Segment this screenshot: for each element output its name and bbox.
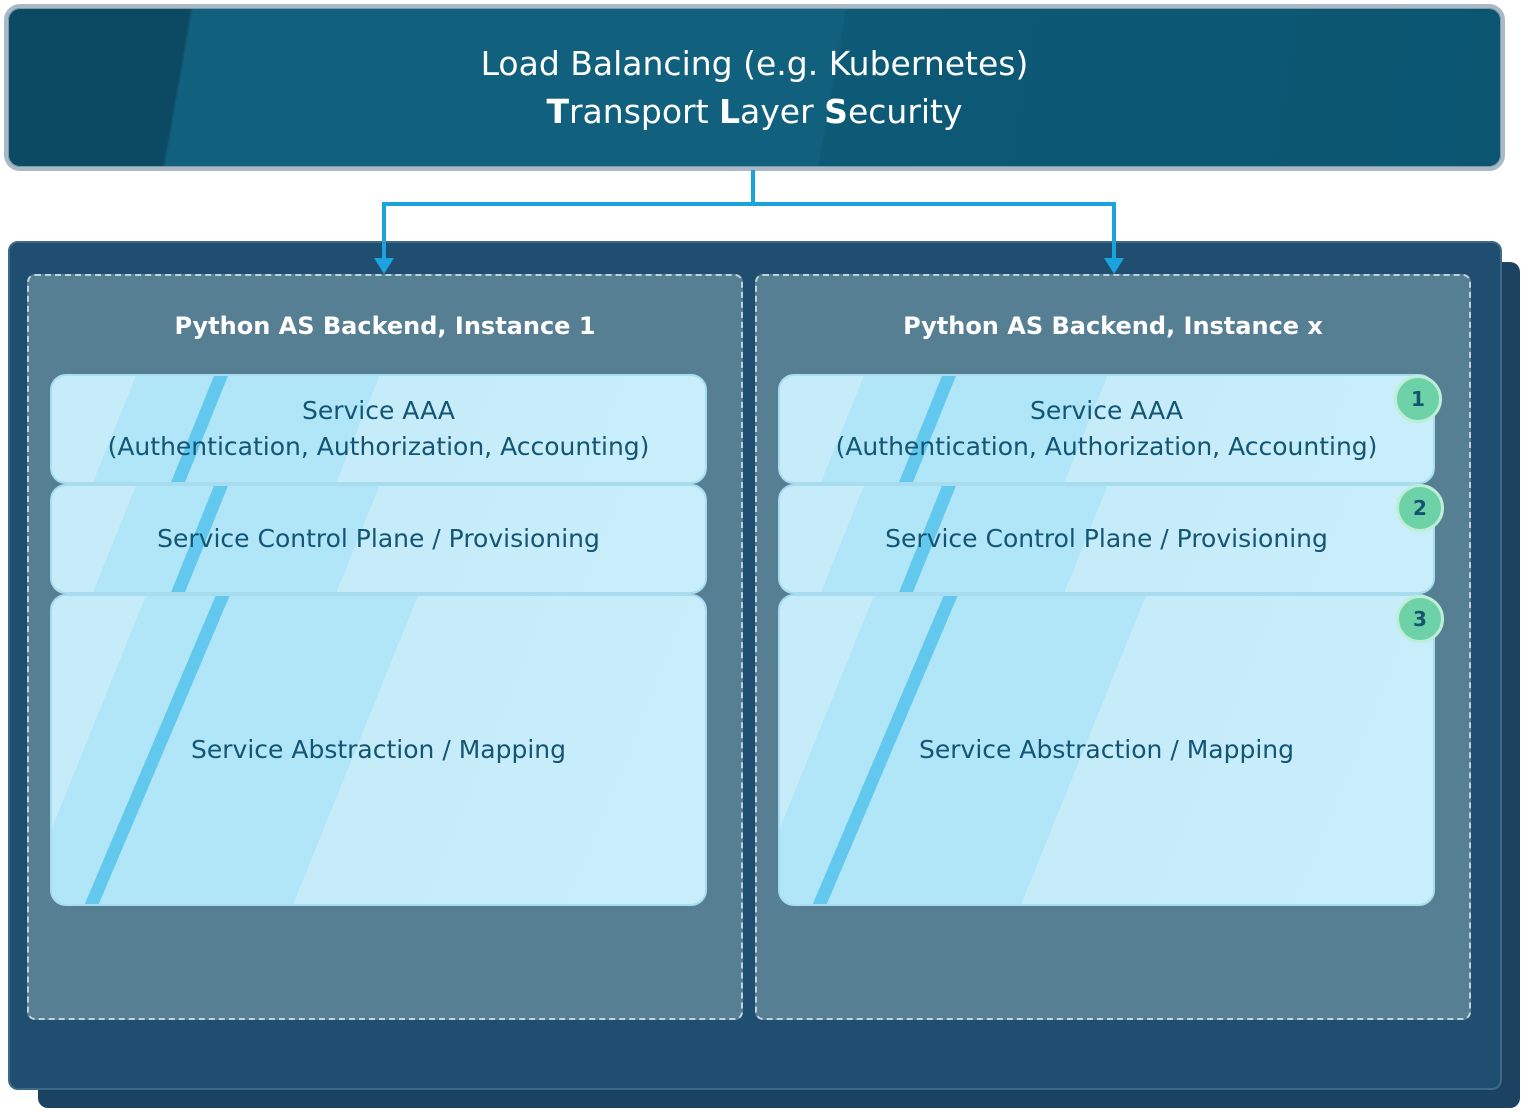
connector-trunk <box>751 170 755 206</box>
connector-bus <box>382 202 1116 206</box>
arrow-down-icon <box>374 258 394 274</box>
connector-left <box>382 202 386 260</box>
connector-right <box>1112 202 1116 260</box>
service-aaa-x: Service AAA (Authentication, Authorizati… <box>778 374 1435 484</box>
instance-title-x: Python AS Backend, Instance x <box>903 312 1323 340</box>
tls-title: Transport Layer Security <box>546 88 962 136</box>
service-aaa-1: Service AAA (Authentication, Authorizati… <box>50 374 707 484</box>
service-aaa-subtitle: (Authentication, Authorization, Accounti… <box>107 432 650 461</box>
service-aaa-subtitle: (Authentication, Authorization, Accounti… <box>835 432 1378 461</box>
badge-1: 1 <box>1394 375 1442 423</box>
instance-title-1: Python AS Backend, Instance 1 <box>174 312 596 340</box>
load-balancer-title: Load Balancing (e.g. Kubernetes) <box>480 43 1029 83</box>
service-control-plane-label: Service Control Plane / Provisioning <box>157 524 600 553</box>
load-balancer-banner: Load Balancing (e.g. Kubernetes) Transpo… <box>4 4 1505 171</box>
service-control-plane-x: Service Control Plane / Provisioning <box>778 484 1435 594</box>
arrow-down-icon <box>1104 258 1124 274</box>
service-abstraction-label: Service Abstraction / Mapping <box>191 735 566 764</box>
tls-l: L <box>719 91 741 131</box>
tls-t: T <box>546 91 569 131</box>
badge-2: 2 <box>1396 484 1444 532</box>
service-aaa-title: Service AAA <box>1029 396 1184 425</box>
tls-s: S <box>824 91 848 131</box>
service-abstraction-x: Service Abstraction / Mapping <box>778 594 1435 906</box>
service-control-plane-1: Service Control Plane / Provisioning <box>50 484 707 594</box>
badge-3: 3 <box>1396 595 1444 643</box>
service-abstraction-label: Service Abstraction / Mapping <box>919 735 1294 764</box>
tls-t-rest: ransport <box>568 91 720 131</box>
service-control-plane-label: Service Control Plane / Provisioning <box>885 524 1328 553</box>
tls-l-rest: ayer <box>740 91 825 131</box>
service-aaa-title: Service AAA <box>301 396 456 425</box>
tls-s-rest: ecurity <box>847 91 963 131</box>
service-abstraction-1: Service Abstraction / Mapping <box>50 594 707 906</box>
